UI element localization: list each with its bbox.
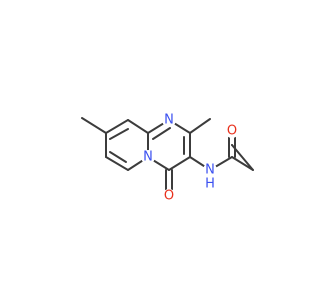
- bond-c6-c7-inner: [109, 151, 127, 163]
- atom-h-amide: H: [205, 177, 215, 192]
- atom-n-amide: N: [205, 163, 215, 178]
- bond-co-ch2: [231, 156, 254, 171]
- bond-c6-c7: [105, 156, 129, 171]
- atom-o-ketone: O: [164, 189, 174, 204]
- bond-methyl-c8: [81, 117, 107, 134]
- atom-o-amide: O: [227, 124, 237, 139]
- bond-c8-c9: [105, 119, 129, 134]
- bond-c9a-n1-double: [152, 127, 171, 140]
- molecule-canvas: N N O N H O: [81, 112, 254, 204]
- bond-ch2-cy: [231, 144, 254, 171]
- atom-labels: N N O N H O: [141, 113, 239, 204]
- atom-n5: N: [143, 150, 153, 165]
- atom-n1: N: [164, 113, 174, 128]
- bond-c9-c9a: [127, 119, 149, 134]
- bond-c2-methyl: [189, 118, 211, 134]
- structure-diagram: N N O N H O: [81, 113, 254, 204]
- bond-c3-c4: [168, 156, 191, 171]
- bond-c8-c9-inner: [109, 128, 129, 140]
